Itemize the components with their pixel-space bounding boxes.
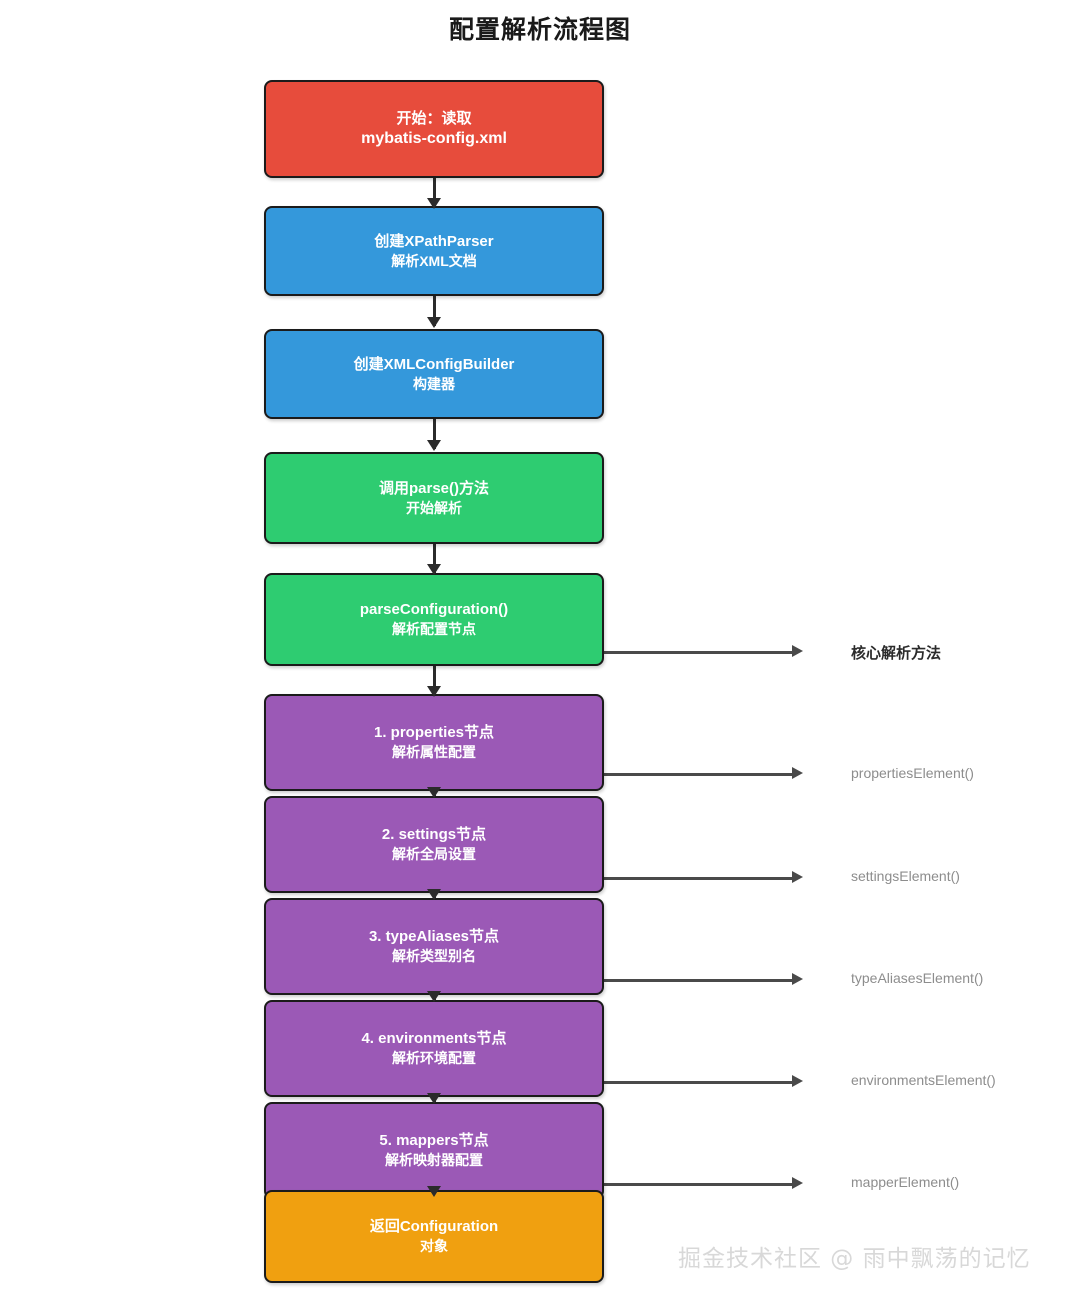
- node-line2: 解析属性配置: [392, 744, 476, 761]
- node-line1: 3. typeAliases节点: [368, 928, 500, 946]
- node-start-read-config[interactable]: 开始：读取 mybatis-config.xml: [264, 80, 604, 178]
- annotation-arrowhead-1: [792, 767, 803, 779]
- arrowhead-n7-n8: [427, 889, 441, 900]
- annotation-connector-2: [600, 877, 795, 880]
- arrowhead-n5-n6: [427, 686, 441, 697]
- annotation-connector-4: [600, 1081, 795, 1084]
- annotation-label-mapperelement: mapperElement(): [851, 1174, 960, 1190]
- node-step-mappers[interactable]: 5. mappers节点 解析映射器配置: [264, 1102, 604, 1199]
- node-line1: 调用parse()方法: [378, 479, 490, 497]
- annotation-arrowhead-3: [792, 973, 803, 985]
- annotation-label-typealiaseselement: typeAliasesElement(): [851, 970, 984, 986]
- annotation-connector-0: [600, 651, 795, 654]
- node-line2: 解析全局设置: [392, 846, 476, 863]
- node-create-xpathparser[interactable]: 创建XPathParser 解析XML文档: [264, 206, 604, 296]
- node-step-properties[interactable]: 1. properties节点 解析属性配置: [264, 694, 604, 791]
- connector-n5-n6: [433, 666, 436, 694]
- node-line1: 创建XPathParser: [374, 232, 494, 250]
- node-line1: 4. environments节点: [361, 1030, 507, 1048]
- node-line1: 返回Configuration: [369, 1218, 499, 1236]
- node-step-typealiases[interactable]: 3. typeAliases节点 解析类型别名: [264, 898, 604, 995]
- node-create-xmlconfigbuilder[interactable]: 创建XMLConfigBuilder 构建器: [264, 329, 604, 419]
- annotation-label-environmentselement: environmentsElement(): [851, 1072, 996, 1088]
- connector-n3-n4: [433, 419, 436, 449]
- node-line2: 对象: [420, 1238, 448, 1255]
- annotation-arrowhead-5: [792, 1177, 803, 1189]
- arrowhead-n8-n9: [427, 991, 441, 1002]
- node-step-settings[interactable]: 2. settings节点 解析全局设置: [264, 796, 604, 893]
- annotation-arrowhead-0: [792, 645, 803, 657]
- node-line1: 5. mappers节点: [379, 1132, 489, 1150]
- arrowhead-n3-n4: [427, 440, 441, 451]
- page-title: 配置解析流程图: [448, 16, 631, 44]
- annotation-connector-1: [600, 773, 795, 776]
- node-step-environments[interactable]: 4. environments节点 解析环境配置: [264, 1000, 604, 1097]
- arrowhead-n10-n11: [427, 1186, 441, 1197]
- annotation-label-propertieselement: propertiesElement(): [851, 765, 974, 781]
- connector-n1-n2: [433, 178, 436, 208]
- node-line2: mybatis-config.xml: [361, 130, 507, 148]
- node-line1: 2. settings节点: [381, 826, 487, 844]
- annotation-label-core-parse-method: 核心解析方法: [851, 645, 942, 662]
- annotation-arrowhead-4: [792, 1075, 803, 1087]
- arrowhead-n1-n2: [427, 198, 441, 209]
- node-line2: 解析环境配置: [392, 1050, 476, 1067]
- node-line1: 1. properties节点: [373, 724, 495, 742]
- node-call-parse-method[interactable]: 调用parse()方法 开始解析: [264, 452, 604, 544]
- node-line2: 解析XML文档: [391, 252, 477, 269]
- node-line1: 创建XMLConfigBuilder: [353, 355, 515, 373]
- arrowhead-n2-n3: [427, 317, 441, 328]
- node-line2: 构建器: [413, 375, 455, 392]
- arrowhead-n4-n5: [427, 564, 441, 575]
- annotation-connector-5: [600, 1183, 795, 1186]
- arrowhead-n9-n10: [427, 1093, 441, 1104]
- connector-n2-n3: [433, 296, 436, 326]
- node-return-configuration[interactable]: 返回Configuration 对象: [264, 1190, 604, 1283]
- node-line2: 解析映射器配置: [385, 1152, 483, 1169]
- connector-n4-n5: [433, 544, 436, 573]
- arrowhead-n6-n7: [427, 787, 441, 798]
- node-line2: 解析配置节点: [392, 621, 476, 638]
- node-parseconfiguration[interactable]: parseConfiguration() 解析配置节点: [264, 573, 604, 666]
- annotation-arrowhead-2: [792, 871, 803, 883]
- node-line1: 开始：读取: [396, 109, 472, 127]
- watermark: 掘金技术社区 @ 雨中飘荡的记忆: [678, 1246, 1031, 1272]
- node-line1: parseConfiguration(): [359, 601, 509, 619]
- node-line2: 开始解析: [406, 499, 462, 516]
- annotation-connector-3: [600, 979, 795, 982]
- node-line2: 解析类型别名: [392, 948, 476, 965]
- annotation-label-settingselement: settingsElement(): [851, 868, 960, 884]
